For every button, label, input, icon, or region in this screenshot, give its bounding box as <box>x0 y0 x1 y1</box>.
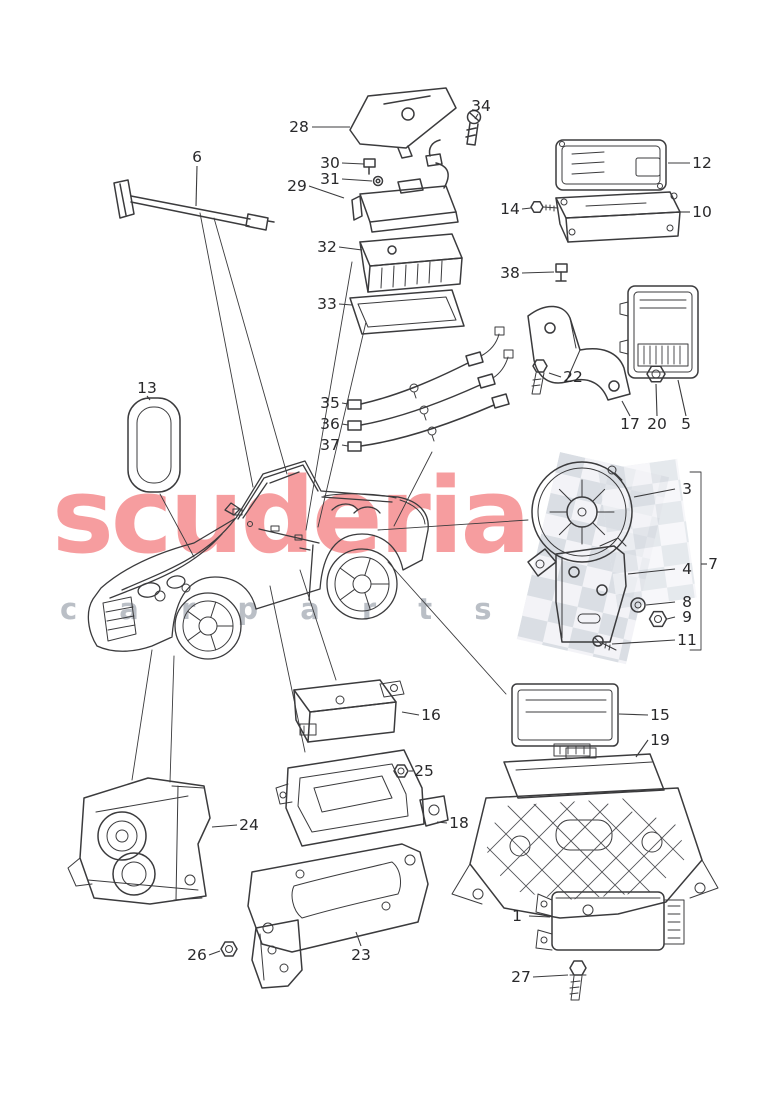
part-callout-7[interactable]: 7 <box>708 555 718 573</box>
part-callout-37[interactable]: 37 <box>320 436 340 454</box>
part-callout-20[interactable]: 20 <box>647 415 667 433</box>
part-callout-35[interactable]: 35 <box>320 394 340 412</box>
part-callout-30[interactable]: 30 <box>320 154 340 172</box>
part-callout-31[interactable]: 31 <box>320 170 340 188</box>
part-callout-17[interactable]: 17 <box>620 415 640 433</box>
part-callout-15[interactable]: 15 <box>650 706 670 724</box>
part-callout-3[interactable]: 3 <box>682 480 692 498</box>
part-callout-1[interactable]: 1 <box>512 907 522 925</box>
part-callout-10[interactable]: 10 <box>692 203 712 221</box>
part-callout-11[interactable]: 11 <box>677 631 697 649</box>
part-callout-32[interactable]: 32 <box>317 238 337 256</box>
part-callout-36[interactable]: 36 <box>320 415 340 433</box>
part-callout-26[interactable]: 26 <box>187 946 207 964</box>
part-callout-29[interactable]: 29 <box>287 177 307 195</box>
part-callout-6[interactable]: 6 <box>192 148 202 166</box>
part-callout-18[interactable]: 18 <box>449 814 469 832</box>
part-callout-27[interactable]: 27 <box>511 968 531 986</box>
part-callout-24[interactable]: 24 <box>239 816 259 834</box>
part-callout-9[interactable]: 9 <box>682 608 692 626</box>
part-callout-19[interactable]: 19 <box>650 731 670 749</box>
part-callout-28[interactable]: 28 <box>289 118 309 136</box>
part-callout-14[interactable]: 14 <box>500 200 520 218</box>
part-callout-13[interactable]: 13 <box>137 379 157 397</box>
part-callout-16[interactable]: 16 <box>421 706 441 724</box>
part-callout-25[interactable]: 25 <box>414 762 434 780</box>
part-callout-34[interactable]: 34 <box>471 97 491 115</box>
part-callout-33[interactable]: 33 <box>317 295 337 313</box>
part-callout-5[interactable]: 5 <box>681 415 691 433</box>
part-callout-4[interactable]: 4 <box>682 560 692 578</box>
part-callout-23[interactable]: 23 <box>351 946 371 964</box>
part-callout-8[interactable]: 8 <box>682 593 692 611</box>
part-callout-22[interactable]: 22 <box>563 368 583 386</box>
part-callout-12[interactable]: 12 <box>692 154 712 172</box>
part-callout-38[interactable]: 38 <box>500 264 520 282</box>
